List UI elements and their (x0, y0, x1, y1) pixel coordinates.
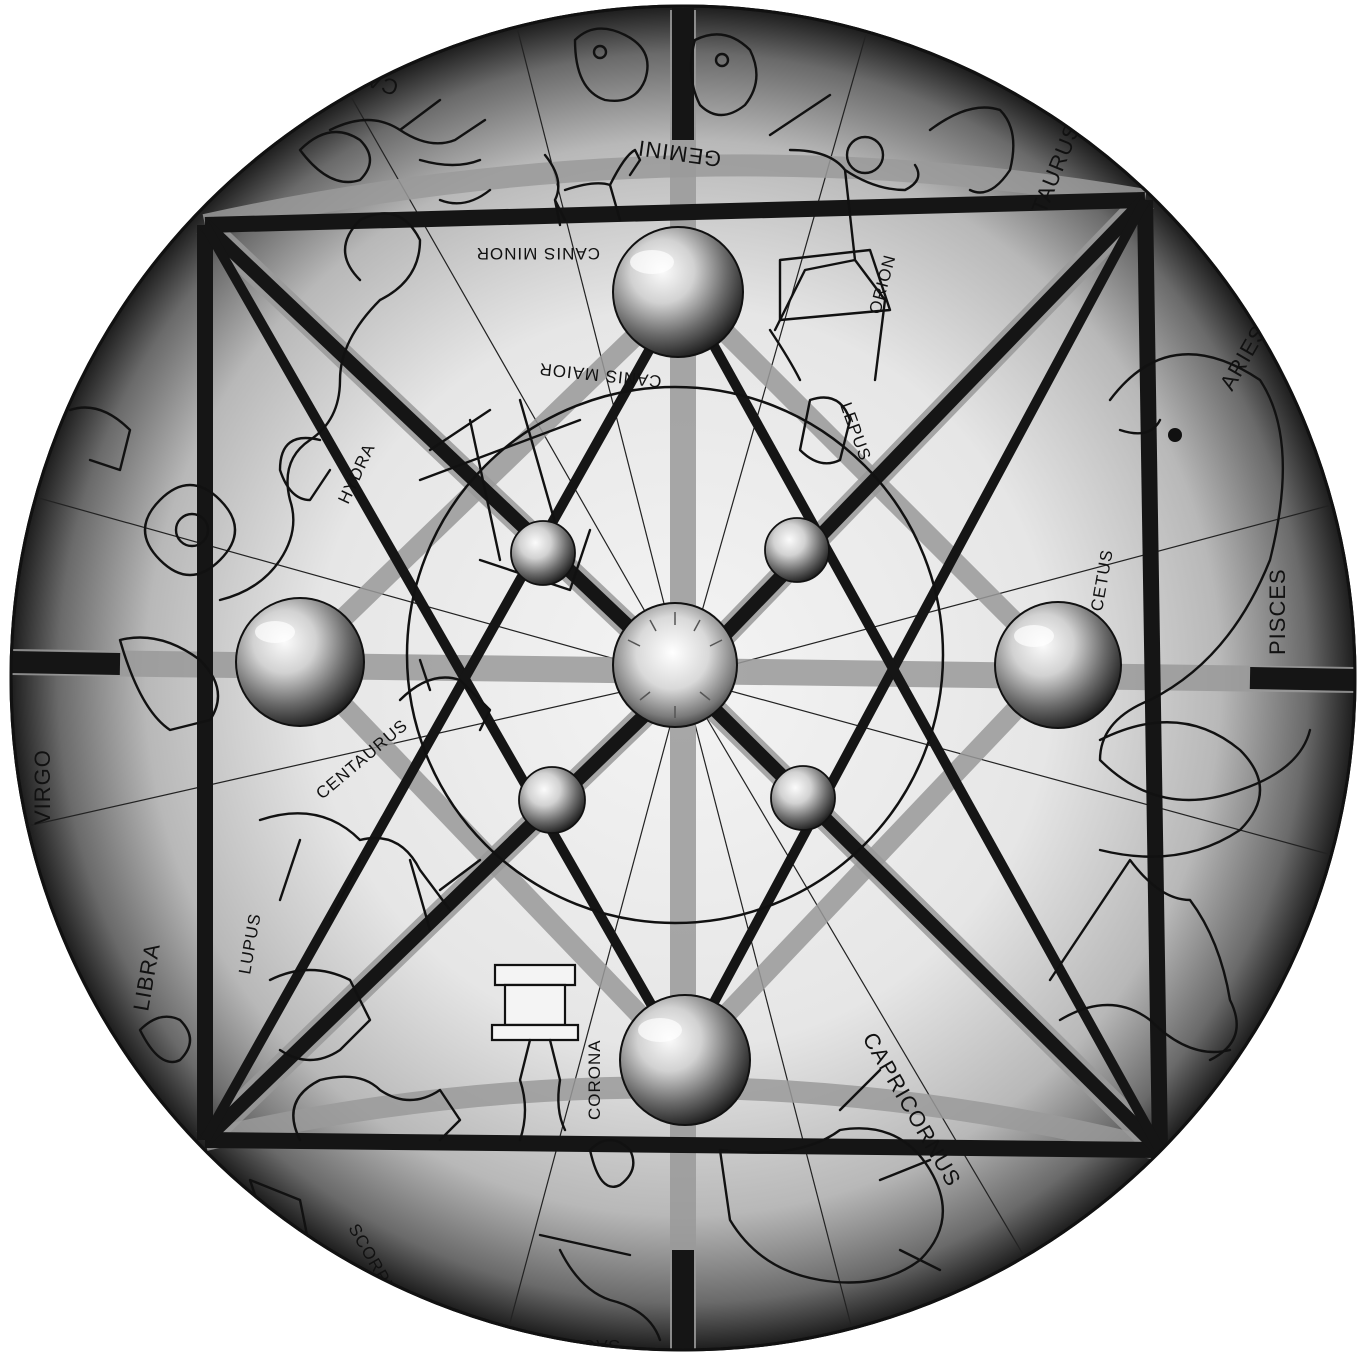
sphere-right (995, 602, 1121, 728)
sphere-small-top-left (511, 521, 575, 585)
sphere-small-top-right (765, 518, 829, 582)
label-virgo: VIRGO (30, 749, 55, 825)
label-canis-minor: CANIS MINOR (476, 244, 600, 263)
sphere-small-bottom-right (771, 766, 835, 830)
sphere-top (613, 227, 743, 357)
sphere-left (236, 598, 364, 726)
sphere-small-bottom-left (519, 767, 585, 833)
label-corona: CORONA (585, 1039, 604, 1120)
label-pisces: PISCES (1265, 568, 1290, 655)
sphere-bottom (620, 995, 750, 1125)
sphere-center (613, 603, 737, 727)
